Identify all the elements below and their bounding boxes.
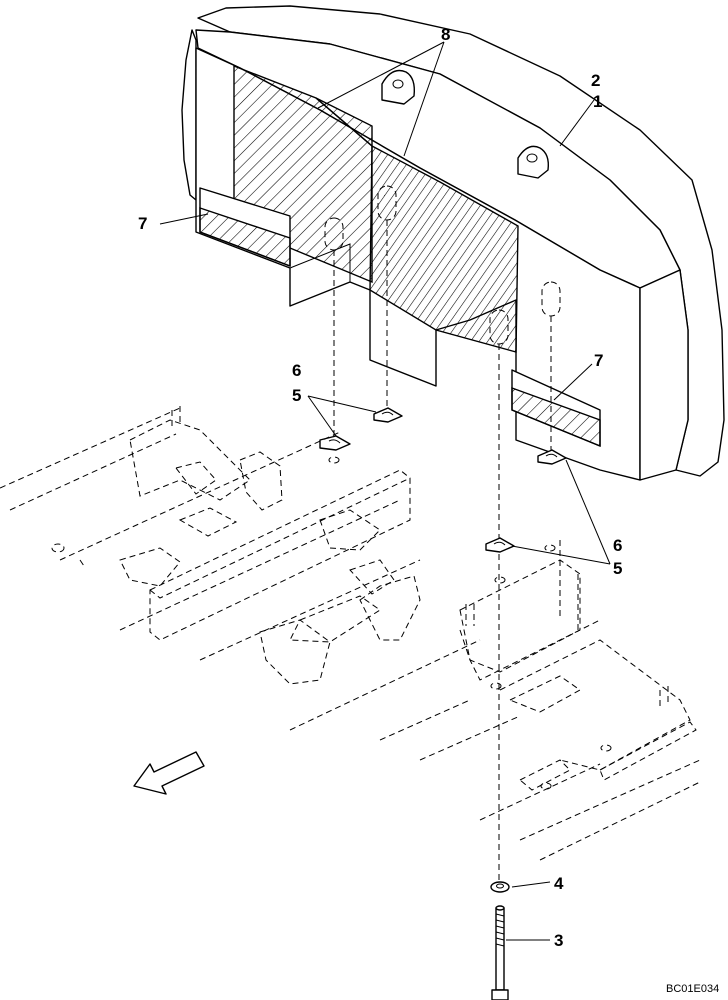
spacer-strip-right xyxy=(511,369,601,448)
callout-7-upper: 7 xyxy=(138,214,147,233)
shim-4 xyxy=(537,449,567,465)
shim-3 xyxy=(485,537,515,553)
drawing-code: BC01E034 xyxy=(666,983,719,995)
counterweight-left-edge xyxy=(181,29,197,201)
callout-8: 8 xyxy=(441,25,450,44)
callout-1: 1 xyxy=(593,92,602,111)
lifting-eye-right xyxy=(517,145,550,179)
callout-4: 4 xyxy=(554,874,564,893)
callout-5-right: 5 xyxy=(613,559,622,578)
callout-6-right: 6 xyxy=(613,536,622,555)
callout-6-left: 6 xyxy=(292,361,301,380)
shim-1 xyxy=(319,435,351,451)
lifting-eye-left xyxy=(381,69,416,105)
shim-2 xyxy=(373,407,403,423)
callout-2: 2 xyxy=(591,71,600,90)
insert-plate-right xyxy=(369,144,519,353)
counterweight-side-face xyxy=(639,269,689,481)
spacer-strip-left xyxy=(199,187,291,268)
leader-lines xyxy=(159,41,611,941)
callout-5-left: 5 xyxy=(292,386,301,405)
callout-7-lower: 7 xyxy=(594,351,603,370)
callout-3: 3 xyxy=(554,931,563,950)
counterweight-lower-block-mid xyxy=(369,290,437,386)
alignment-lines xyxy=(333,220,552,880)
mounting-bolt xyxy=(491,905,509,1000)
insert-plate-left-lower xyxy=(315,97,373,148)
upper-frame-phantom xyxy=(0,406,701,861)
front-direction-arrow xyxy=(133,751,205,795)
hardened-washer xyxy=(490,881,510,893)
